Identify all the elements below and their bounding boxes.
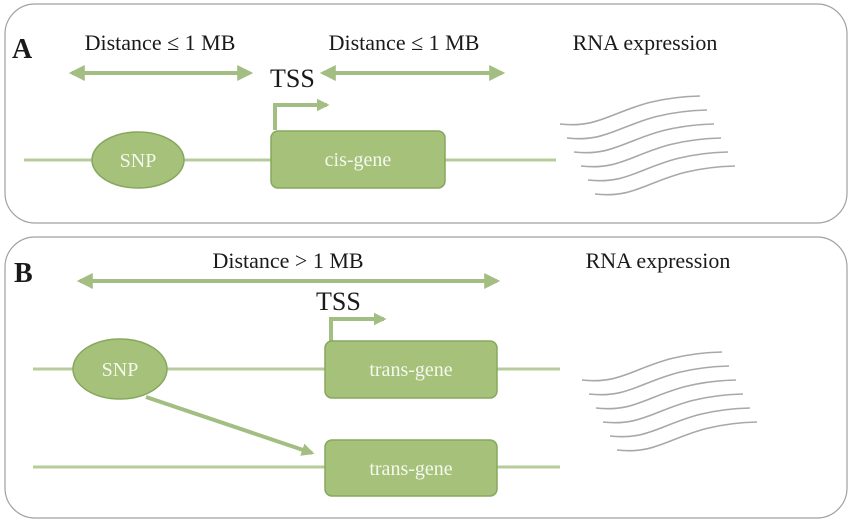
panel-a-letter: A: [12, 34, 33, 65]
panel-b-snp: [72, 338, 168, 400]
panel-b-trans-gene-bottom-label: trans-gene: [369, 458, 452, 480]
panel-a-right-distance-label: Distance ≤ 1 MB: [329, 30, 480, 55]
panel-a-snp: [91, 131, 185, 189]
panel-b-trans-gene-top: [324, 340, 498, 399]
panel-b-snp-label: SNP: [102, 359, 139, 381]
panel-b: B Distance > 1 MB RNA expression TSS SNP…: [4, 236, 848, 519]
panel-a-tss-arrow: [273, 98, 330, 130]
panel-b-rna-label: RNA expression: [586, 248, 731, 273]
panel-b-frame: [4, 236, 848, 519]
panel-b-tss-arrow: [329, 312, 387, 342]
panel-b-trans-gene-top-label: trans-gene: [369, 359, 452, 381]
panel-a: A Distance ≤ 1 MB Distance ≤ 1 MB RNA ex…: [4, 3, 848, 224]
panel-b-trans-gene-bottom: [324, 439, 498, 497]
panel-a-frame: [4, 3, 848, 224]
panel-a-cis-gene: [270, 130, 446, 189]
panel-b-snp-effect-arrow: [145, 395, 315, 456]
panel-a-snp-label: SNP: [120, 150, 157, 172]
panel-b-distance-label: Distance > 1 MB: [212, 248, 363, 273]
panel-a-tss-label: TSS: [270, 64, 315, 93]
panel-a-rna-waves: [559, 95, 736, 196]
panel-a-cis-gene-label: cis-gene: [325, 149, 392, 171]
panel-b-tss-label: TSS: [316, 287, 361, 316]
panel-a-rna-label: RNA expression: [573, 30, 718, 55]
panel-b-letter: B: [14, 258, 33, 289]
panel-b-rna-waves: [581, 351, 758, 452]
panel-a-left-distance-label: Distance ≤ 1 MB: [85, 30, 236, 55]
